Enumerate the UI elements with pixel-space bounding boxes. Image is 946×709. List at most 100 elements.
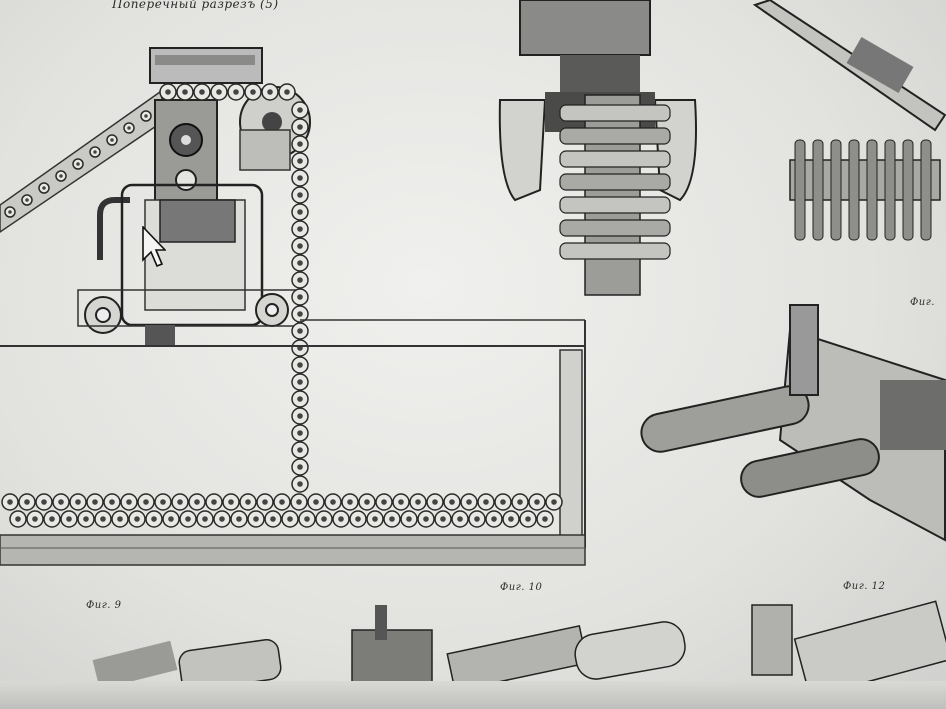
cartridge-primer [338,516,344,522]
cartridge-primer [41,499,47,505]
cartridge-primer [297,277,303,283]
cartridge-primer [466,499,472,505]
cartridge-primer [398,499,404,505]
cartridge-primer [347,499,353,505]
cartridge-primer [42,186,46,190]
cartridge-primer [297,209,303,215]
cartridge-primer [182,89,188,95]
belt-link-cartridge [866,139,878,241]
mouse-pointer-icon [142,226,166,268]
cartridge-primer [415,499,421,505]
cartridge-primer [279,499,285,505]
cartridge-primer [8,210,12,214]
cartridge-primer [58,499,64,505]
cartridge [559,242,671,260]
cartridge-primer [381,499,387,505]
feed-mechanism [77,47,311,345]
cartridge-primer [76,162,80,166]
belt-link-cartridge [848,139,860,241]
cartridge-primer [313,499,319,505]
cartridge-primer [270,516,276,522]
cartridge-primer [297,430,303,436]
cartridge-primer [24,499,30,505]
cartridge-holder-perspective [640,304,946,542]
cartridge-primer [92,499,98,505]
cartridge-primer [216,89,222,95]
figure-10-label: Фиг. 10 [500,582,543,593]
cartridge-primer [253,516,259,522]
cartridge-primer [66,516,72,522]
cartridge-primer [297,328,303,334]
cartridge-primer [25,198,29,202]
drawing-title: Поперечный разрезъ (5) [112,0,279,11]
cartridge-primer [297,464,303,470]
cartridge-primer [165,89,171,95]
cartridge [559,150,671,168]
cartridge-primer [355,516,361,522]
cartridge-primer [199,89,205,95]
cartridge-primer [517,499,523,505]
belt-links-side-view [752,0,946,241]
cartridge-primer [297,243,303,249]
cartridge-primer [432,499,438,505]
cartridge-primer [297,396,303,402]
cartridge-primer [330,499,336,505]
cartridge-primer [160,499,166,505]
cartridge-primer [297,447,303,453]
cartridge [559,173,671,191]
cartridge-primer [228,499,234,505]
cartridge-primer [297,260,303,266]
cartridge-primer [551,499,557,505]
figure-11-label: Фиг. [910,297,935,308]
cartridge-primer [185,516,191,522]
cartridge-primer [297,175,303,181]
cartridge-primer [297,107,303,113]
cartridge-primer [297,192,303,198]
cartridge-primer [15,516,21,522]
cartridge-primer [32,516,38,522]
cartridge-primer [151,516,157,522]
cartridge-primer [262,499,268,505]
cartridge-primer [297,294,303,300]
cartridge-primer [297,379,303,385]
cartridge-primer [500,499,506,505]
cartridge-primer [321,516,327,522]
cartridge [559,104,671,122]
cartridge-primer [194,499,200,505]
cartridge-primer [372,516,378,522]
cartridge-primer [75,499,81,505]
belt-link-cartridge [830,139,842,241]
cartridge-primer [474,516,480,522]
cartridge-primer [297,124,303,130]
cartridge-primer [233,89,239,95]
cartridge-primer [297,141,303,147]
cartridge-primer [168,516,174,522]
cartridge-primer [250,89,256,95]
belt-section-front-view [498,0,697,296]
cartridge-primer [110,138,114,142]
belt-link-cartridge [902,139,914,241]
cartridge-primer [134,516,140,522]
cartridge [559,219,671,237]
cartridge-primer [126,499,132,505]
cartridge-primer [304,516,310,522]
cartridge-primer [143,499,149,505]
cartridge-primer [93,150,97,154]
cartridge-primer [236,516,242,522]
figure-12-label: Фиг. 12 [843,581,886,592]
cartridge-primer [297,481,303,487]
cartridge-primer [297,226,303,232]
cartridge-primer [109,499,115,505]
cartridge-primer [267,89,273,95]
cartridge-primer [296,499,302,505]
monitor-bezel-edge [0,681,946,709]
cartridge [559,127,671,145]
belt-link-cartridge [812,139,824,241]
cartridge-primer [406,516,412,522]
cartridge-primer [542,516,548,522]
bottom-figures [92,600,946,699]
cartridge-primer [423,516,429,522]
cartridge-primer [389,516,395,522]
belt-link-cartridge [920,139,932,241]
